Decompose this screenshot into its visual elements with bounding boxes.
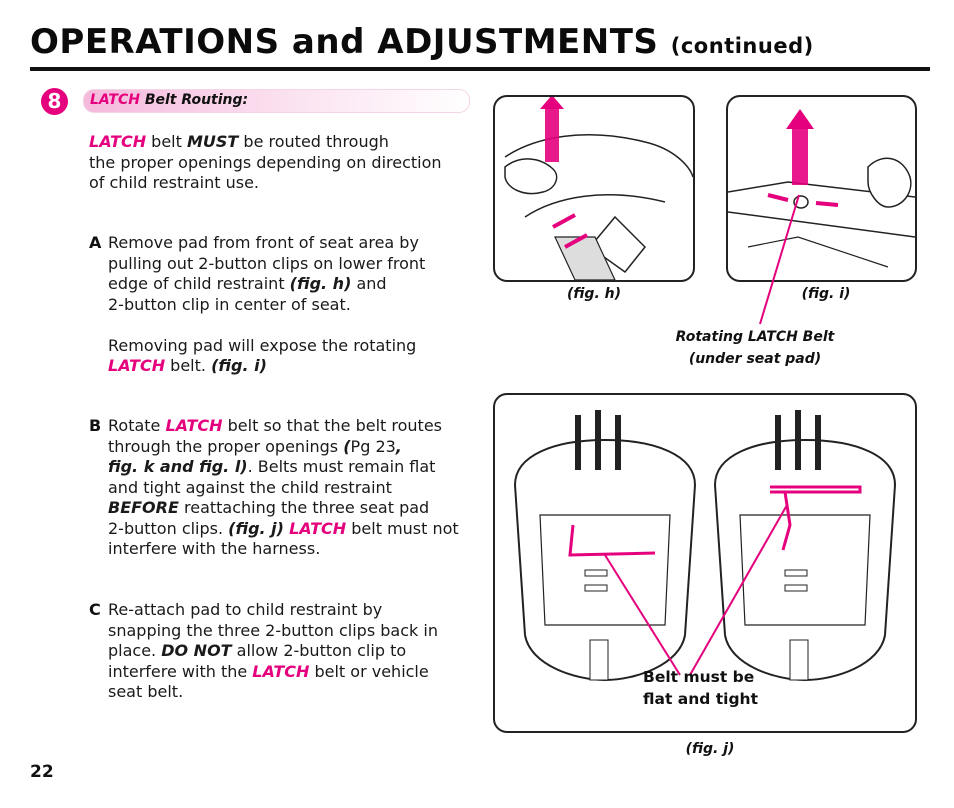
step-a-l3-pre: edge of child restraint bbox=[108, 274, 290, 293]
step-c-line-3: place. DO NOT allow 2-button clip to bbox=[108, 641, 438, 662]
step-c-line-1: Re-attach pad to child restraint by bbox=[108, 600, 383, 619]
step-a-text: Remove pad from front of seat area by pu… bbox=[108, 233, 425, 377]
figure-j-illustration bbox=[493, 393, 917, 733]
intro-paragraph: LATCH belt MUST be routed through the pr… bbox=[89, 132, 442, 194]
figure-h-drawing bbox=[504, 97, 693, 280]
step-b-fig-kl-ref: fig. k and fig. l) bbox=[108, 457, 248, 476]
step-number-badge: 8 bbox=[41, 88, 68, 115]
step-a-line-4: 2-button clip in center of seat. bbox=[108, 294, 351, 314]
step-b-before: BEFORE bbox=[108, 498, 179, 517]
intro-t2: be routed through bbox=[238, 132, 389, 151]
figure-j-caption: (fig. j) bbox=[685, 741, 735, 757]
step-a-line-5: Removing pad will expose the rotating bbox=[108, 335, 417, 355]
step-b-line-6: 2-button clips. (fig. j) LATCH belt must… bbox=[108, 519, 459, 540]
intro-line-1: LATCH belt MUST be routed through bbox=[89, 132, 442, 153]
step-c-latch: LATCH bbox=[252, 661, 310, 681]
step-b-l2-comma: , bbox=[395, 436, 402, 456]
intro-t1: belt bbox=[146, 132, 187, 151]
step-b-line-2: through the proper openings (Pg 23, bbox=[108, 437, 459, 458]
page-number: 22 bbox=[30, 762, 54, 782]
step-b-line-3: fig. k and fig. l). Belts must remain fl… bbox=[108, 457, 459, 478]
step-c-l4-post: belt or vehicle bbox=[309, 661, 429, 681]
figure-h-caption: (fig. h) bbox=[567, 286, 621, 302]
step-b-l2-pre: through the proper openings bbox=[108, 436, 344, 456]
step-a-l6-mid: belt. bbox=[165, 356, 212, 375]
step-b-l1-pre: Rotate bbox=[108, 416, 166, 435]
step-b-l3-post: . Belts must remain flat bbox=[247, 457, 436, 476]
step-b-letter: B bbox=[89, 416, 102, 435]
step-c-l3-pre: place. bbox=[108, 641, 162, 660]
figure-i-drawing bbox=[728, 109, 915, 268]
figure-i-callout-line-1: Rotating LATCH Belt bbox=[675, 329, 835, 345]
figure-i-callout: Rotating LATCH Belt (under seat pad) bbox=[660, 326, 850, 370]
step-b-line-1: Rotate LATCH belt so that the belt route… bbox=[108, 416, 459, 437]
step-a-letter: A bbox=[89, 233, 102, 252]
step-c-l4-pre: interfere with the bbox=[108, 661, 253, 681]
figure-i-callout-line-2: (under seat pad) bbox=[688, 351, 822, 367]
figure-j-callout-line-2: flat and tight bbox=[643, 690, 759, 708]
figure-i-illustration bbox=[726, 95, 917, 282]
step-a-line-3: edge of child restraint (fig. h) and bbox=[108, 274, 425, 295]
step-b-l5-post: reattaching the three seat pad bbox=[178, 498, 430, 517]
step-b-l6-pre: 2-button clips. bbox=[108, 518, 229, 538]
title-rule bbox=[30, 67, 930, 71]
page-title: OPERATIONS and ADJUSTMENTS (continued) bbox=[30, 22, 814, 62]
step-b-fig-j-ref: (fig. j) bbox=[228, 518, 284, 538]
figure-i-caption: (fig. i) bbox=[801, 286, 851, 302]
section-heading-bar bbox=[83, 89, 470, 113]
step-c-letter: C bbox=[89, 600, 101, 619]
step-a-line-6: LATCH belt. (fig. i) bbox=[108, 356, 425, 377]
title-continued: (continued) bbox=[670, 34, 814, 58]
step-c-line-5: seat belt. bbox=[108, 682, 184, 701]
intro-latch: LATCH bbox=[89, 132, 147, 151]
step-c-do-not: DO NOT bbox=[161, 641, 232, 660]
step-c-l3-post: allow 2-button clip to bbox=[231, 641, 407, 660]
step-a-l3-post: and bbox=[351, 274, 387, 293]
section-heading: LATCH Belt Routing: bbox=[90, 92, 248, 108]
intro-line-3: of child restraint use. bbox=[89, 173, 259, 192]
step-c-line-2: snapping the three 2-button clips back i… bbox=[108, 620, 438, 640]
step-b-line-5: BEFORE reattaching the three seat pad bbox=[108, 498, 459, 519]
step-b-line-7: interfere with the harness. bbox=[108, 539, 321, 558]
step-b-line-4: and tight against the child restraint bbox=[108, 477, 392, 497]
figure-h-illustration bbox=[493, 95, 695, 282]
step-b-l6-post: belt must not bbox=[346, 518, 459, 538]
figure-j-drawing bbox=[513, 410, 897, 682]
figure-j-callout-line-1: Belt must be bbox=[643, 668, 755, 686]
step-a-line-2: pulling out 2-button clips on lower fron… bbox=[108, 253, 426, 273]
step-c-line-4: interfere with the LATCH belt or vehicle bbox=[108, 662, 438, 683]
step-a-fig-i-ref: (fig. i) bbox=[211, 356, 267, 375]
step-a-latch: LATCH bbox=[108, 356, 166, 375]
step-b-l2-paren: ( bbox=[343, 436, 351, 456]
callout-leader-i bbox=[759, 194, 800, 325]
step-c-text: Re-attach pad to child restraint by snap… bbox=[108, 600, 438, 703]
step-b-l1-post: belt so that the belt routes bbox=[222, 416, 442, 435]
figure-j-callout: Belt must be flat and tight bbox=[643, 666, 758, 710]
section-heading-rest: Belt Routing: bbox=[139, 92, 249, 108]
step-a-line-1: Remove pad from front of seat area by bbox=[108, 233, 419, 252]
step-b-latch-1: LATCH bbox=[165, 416, 223, 435]
step-b-text: Rotate LATCH belt so that the belt route… bbox=[108, 416, 459, 560]
intro-line-2: the proper openings depending on directi… bbox=[89, 152, 442, 172]
title-text: OPERATIONS and ADJUSTMENTS bbox=[30, 22, 659, 62]
step-b-page-ref: Pg 23 bbox=[350, 436, 396, 456]
intro-must: MUST bbox=[186, 132, 239, 151]
step-b-latch-2: LATCH bbox=[289, 518, 347, 538]
step-a-fig-h-ref: (fig. h) bbox=[289, 274, 352, 293]
section-heading-latch: LATCH bbox=[90, 92, 140, 108]
